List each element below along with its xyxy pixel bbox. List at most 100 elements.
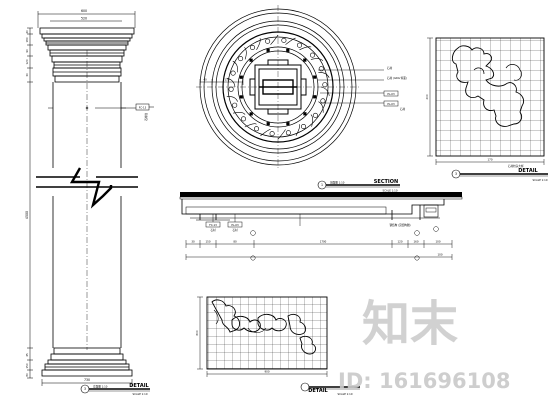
section-tag-right: PL-03: [231, 223, 239, 227]
ornament-scroll: [233, 112, 246, 115]
ornament-scroll: [318, 101, 324, 113]
column-dim-top-2: 90: [25, 49, 29, 53]
ornament-scroll: [285, 37, 296, 45]
anchor-bolt: [313, 95, 317, 99]
ornament-rosette: [254, 126, 260, 132]
bottom-grid-width-label: 900: [265, 370, 270, 374]
bottom-grid-dimensions: [197, 296, 328, 377]
bottom-grid-scale: SCALE 1:10: [338, 392, 353, 396]
ornament-scroll: [310, 58, 324, 62]
circular-section-plan: 40 135 石材 石材 (GRG 饰面) PL-03 PL-03 石材: [196, 5, 407, 169]
detail-ornament-outline: [451, 45, 525, 127]
detail-grid-dimensions: [427, 37, 545, 165]
ornament-scroll: [295, 124, 301, 136]
detail-grid-title: DETAIL: [518, 168, 538, 174]
section-dim-small-2: 80: [233, 240, 237, 244]
watermark-brand: 知末: [362, 296, 458, 352]
column-break-line: [36, 167, 138, 209]
anchor-bolt: [249, 112, 253, 116]
anchor-bolt: [266, 122, 270, 126]
column-title-circle: 3: [84, 387, 86, 391]
column-callout: [95, 103, 154, 111]
section-dim-1: 120: [398, 240, 403, 244]
section-circle: 1: [321, 183, 323, 187]
ornament-rosette: [296, 42, 302, 48]
ornament-rosette: [230, 70, 236, 76]
column-dim-top-0: 30: [25, 30, 29, 34]
column-elevation: 600 520: [25, 9, 154, 396]
ornament-scroll: [299, 46, 312, 51]
section-slab: [180, 192, 462, 197]
column-cap-width-label: 520: [81, 17, 87, 21]
ornament-scroll: [232, 60, 239, 73]
bottom-grid-title: DETAIL: [308, 388, 328, 394]
bottom-grid-title-block: [300, 382, 360, 392]
anchor-bolt: [303, 112, 307, 116]
detail-grid-height-label: 200: [425, 94, 429, 99]
plan-callout-tag-2: PL-03: [387, 102, 395, 106]
column-title-block: [80, 384, 150, 394]
watermark: 知末 ID: 161696108: [338, 296, 510, 393]
ornament-scroll: [320, 86, 330, 96]
ornament-rosette: [281, 37, 287, 43]
plan-ornament-ring: [226, 34, 330, 140]
ornament-scroll: [226, 77, 236, 88]
section-title: SECTION: [374, 179, 398, 185]
ornament-rosette: [232, 102, 238, 108]
column-base: [41, 347, 133, 377]
detail-grid-top: 170 200 石材柱头大样 3 DETAIL SCALE 1:10: [425, 37, 548, 182]
section-dim-2: 160: [414, 240, 419, 244]
plan-bolt-ring: [239, 48, 317, 126]
ornament-scroll: [244, 47, 247, 60]
bottom-grid-height-label: 600: [195, 330, 199, 335]
column-title: DETAIL: [129, 383, 149, 389]
column-dim-top-3: 120: [25, 59, 29, 64]
plan-callout-note-2: 石材: [400, 107, 406, 111]
anchor-bolt: [239, 95, 243, 99]
column-callout-tag: FC-13: [139, 106, 147, 110]
plan-callout-leaders: [318, 69, 399, 107]
ornament-rosette: [269, 131, 275, 137]
column-callout-note: 石材柱: [144, 113, 148, 121]
ornament-rosette: [250, 44, 256, 50]
plan-callout-tag-0: PL-03: [387, 92, 395, 96]
plan-callout-note-0: 石材: [387, 66, 393, 70]
ornament-scroll: [270, 34, 279, 45]
column-top-width-label: 600: [81, 9, 87, 13]
ornament-rosette: [265, 38, 271, 44]
section-dim-0: 1700: [320, 240, 327, 244]
detail-grid-title-block: [451, 169, 548, 179]
detail-grid-circle: 3: [455, 172, 457, 176]
section-dimension-chain: [185, 240, 453, 248]
detail-grid-bottom: 900 600 DETAIL SCALE 1:10: [195, 296, 360, 396]
section-ref: 剖面图 1:10: [330, 181, 345, 185]
section-title-block: [317, 180, 400, 190]
anchor-bolt: [266, 48, 270, 52]
section-beam: [181, 199, 445, 221]
ornament-rosette: [241, 116, 247, 122]
section-callouts: [205, 214, 301, 228]
column-dim-bottom-0: 45: [25, 353, 29, 357]
anchor-bolt: [286, 122, 290, 126]
section-label-left: 石材: [210, 228, 216, 232]
ornament-rosette: [300, 124, 306, 130]
section-dim-4: 100: [438, 253, 443, 257]
section-label-right: 石材: [232, 228, 238, 232]
anchor-bolt: [286, 48, 290, 52]
ornament-rosette: [312, 112, 318, 118]
column-base-width-label: 730: [84, 378, 90, 382]
ornament-rosette: [238, 56, 244, 62]
section-dim-3: 100: [436, 240, 441, 244]
ornament-scroll: [226, 95, 238, 102]
column-left-dimensions: [27, 27, 33, 379]
ornament-rosette: [228, 86, 234, 92]
ornament-scroll: [318, 71, 330, 78]
section-strip: 1 剖面图 1:10 SECTION SCALE 1:10 FC-13: [179, 179, 463, 261]
ornament-scroll: [244, 123, 257, 128]
plan-dim-left: 40: [203, 78, 207, 82]
section-tag-left: FC-13: [209, 223, 217, 227]
watermark-id: ID: 161696108: [338, 369, 510, 393]
section-note-mid: 钢结构 (见结构图): [389, 223, 410, 227]
section-scale: SCALE 1:10: [383, 189, 398, 193]
